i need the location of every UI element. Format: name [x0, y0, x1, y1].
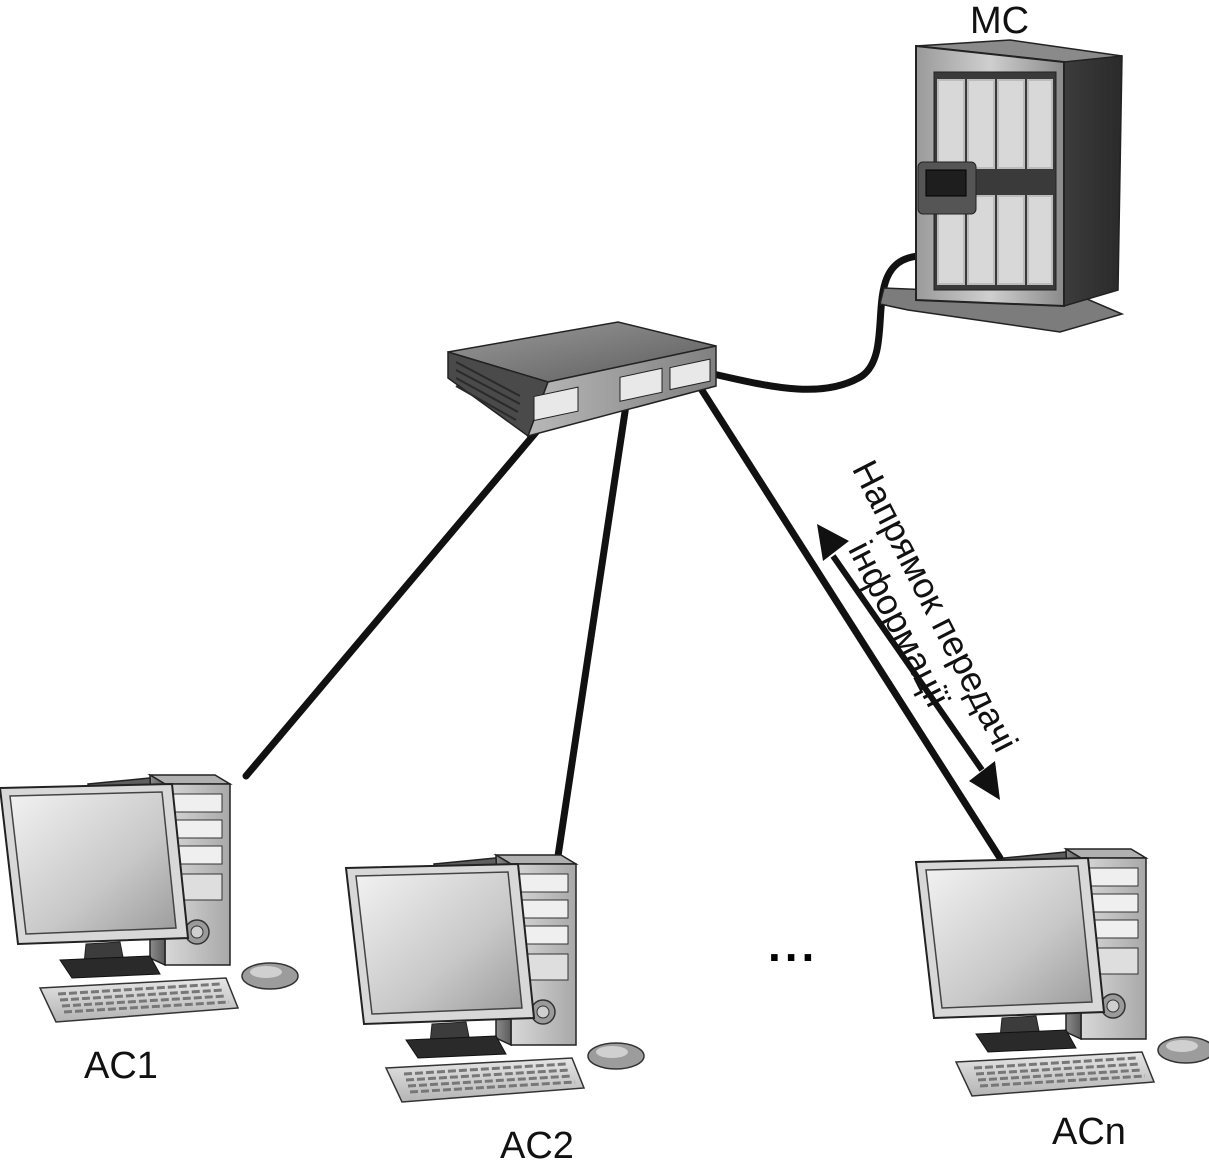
workstation-1-label: AC1: [84, 1045, 158, 1087]
server: [879, 39, 1125, 333]
server-label: МС: [970, 0, 1030, 42]
direction-arrow: [817, 524, 1000, 800]
workstation-acn: [914, 847, 1209, 1098]
cable-acn: [694, 380, 1004, 862]
workstation-2-label: AC2: [500, 1125, 574, 1167]
more-workstations-ellipsis: ...: [768, 919, 819, 971]
workstation-ac1: [0, 773, 300, 1024]
workstation-ac2: [344, 853, 646, 1104]
workstation-n-label: ACn: [1052, 1111, 1126, 1153]
cable-server: [700, 252, 922, 393]
cable-ac2: [554, 388, 632, 860]
network-switch: [447, 321, 717, 438]
cable-ac1: [242, 414, 552, 780]
